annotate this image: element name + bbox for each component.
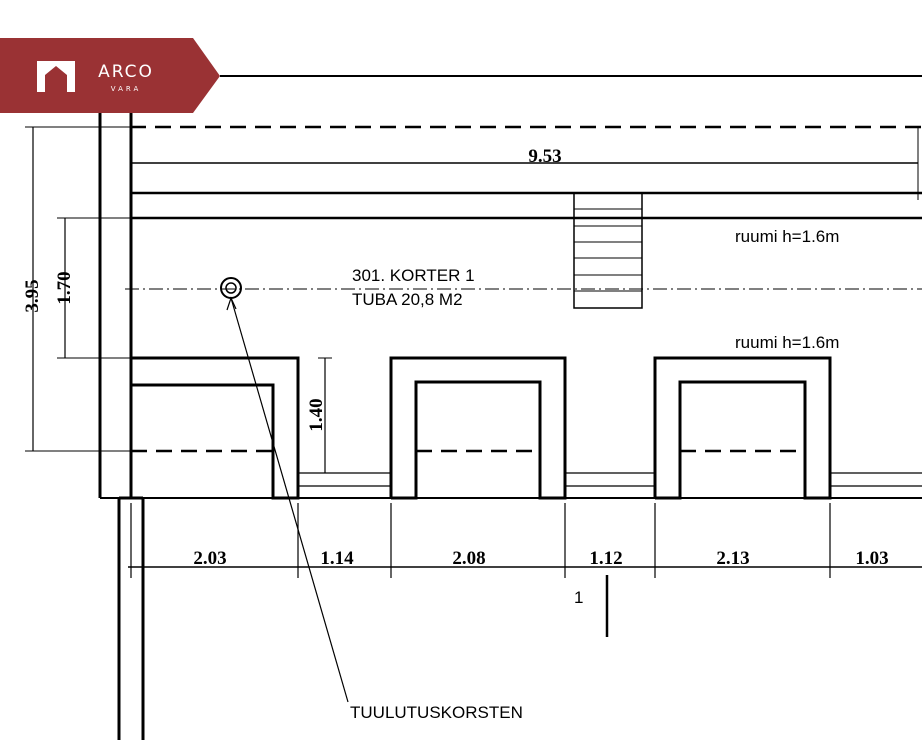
room-area: TUBA 20,8 M2 [352,290,463,309]
section-mark: 1 [574,588,583,607]
dim-overall-depth: 3.95 [22,279,43,312]
logo-sub: VARA [111,85,142,93]
chimney-icon [220,277,242,299]
dim-bottom: 2.03 [193,548,226,569]
dim-bottom: 1.03 [855,548,888,569]
dim-wall-depth: 1.40 [306,398,327,431]
room-name: 301. KORTER 1 [352,266,475,285]
room-height-note: ruumi h=1.6m [735,227,839,246]
logo: ARCO VARA [0,38,220,113]
dim-left-inner: 1.70 [54,271,75,304]
dim-bottom: 1.12 [589,548,622,569]
chimney-label: TUULUTUSKORSTEN [350,703,523,722]
logo-name: ARCO [98,62,154,82]
dim-bottom: 2.08 [452,548,485,569]
dim-bottom: 2.13 [716,548,749,569]
dim-overall-width: 9.53 [528,146,561,167]
dim-bottom: 1.14 [320,548,354,569]
house-icon [37,61,75,92]
room-height-note: ruumi h=1.6m [735,333,839,352]
